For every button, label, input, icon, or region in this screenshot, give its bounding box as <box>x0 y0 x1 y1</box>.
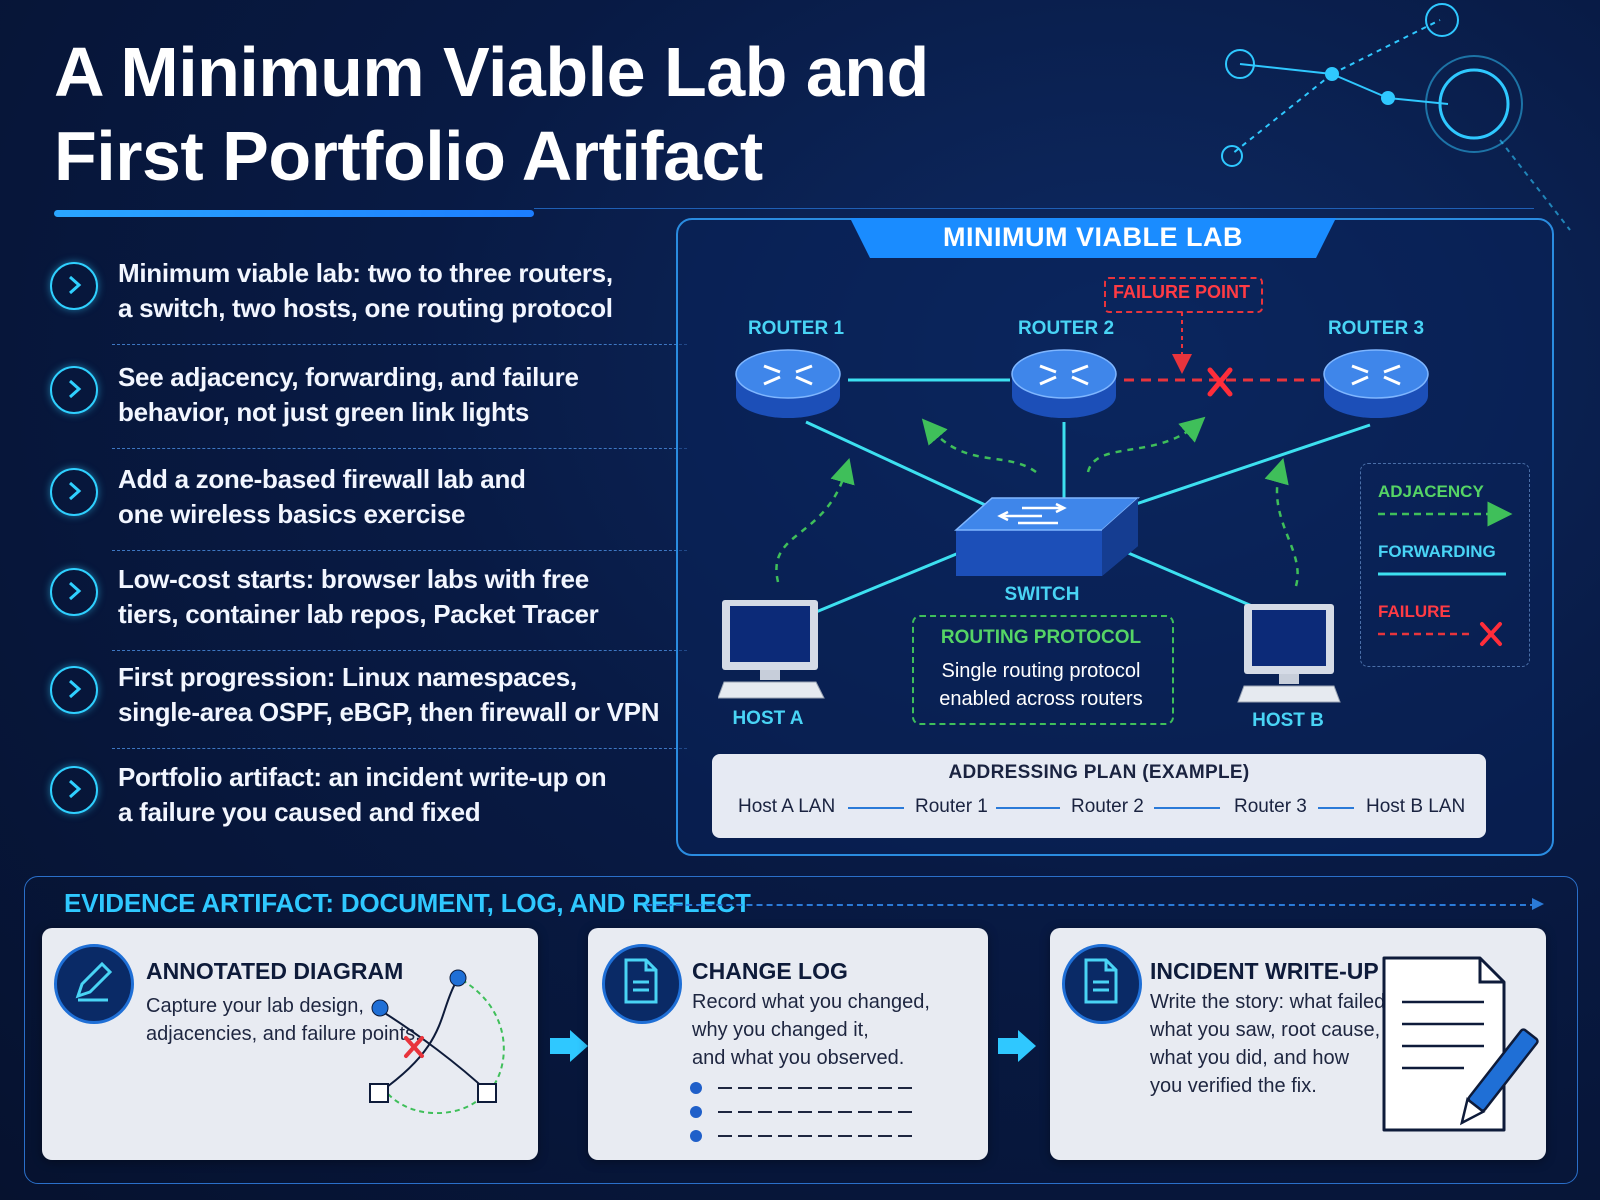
failure-point-label: FAILURE POINT <box>1112 282 1250 302</box>
page-title: A Minimum Viable Lab and First Portfolio… <box>54 30 1004 198</box>
addressing-link <box>996 807 1060 809</box>
card-body: Capture your lab design,adjacencies, and… <box>146 995 421 1045</box>
incident-write-up-card: INCIDENT WRITE-UP Write the story: what … <box>1050 928 1546 1160</box>
bullet-separator <box>112 344 687 345</box>
legend-failure-label: FAILURE <box>1378 602 1451 621</box>
card-title: CHANGE LOG <box>692 958 848 984</box>
router-1-icon <box>735 349 841 418</box>
addressing-plan <box>712 754 1486 838</box>
switch-icon <box>954 497 1140 576</box>
document-icon <box>602 944 682 1024</box>
lab-title-tab <box>850 218 1336 258</box>
chevron-right-icon <box>50 468 98 516</box>
bullet-separator <box>112 448 687 449</box>
legend-forwarding-label: FORWARDING <box>1378 542 1496 561</box>
host-a-label: HOST A <box>732 708 804 729</box>
document-pen-icon <box>1382 956 1539 1132</box>
chevron-right-icon <box>50 366 98 414</box>
failure-point-box <box>1104 277 1263 313</box>
router-3-label: ROUTER 3 <box>1327 318 1425 339</box>
host-a-icon <box>718 600 825 699</box>
log-lines-icon <box>690 1082 918 1142</box>
host-b-label: HOST B <box>1252 710 1324 731</box>
addressing-item: Router 2 <box>1071 796 1144 817</box>
card-body: Write the story: what failed,what you sa… <box>1150 991 1391 1097</box>
router-1-label: ROUTER 1 <box>747 318 845 339</box>
lab-title: MINIMUM VIABLE LAB <box>943 222 1243 252</box>
title-line-1: A Minimum Viable Lab and <box>54 33 929 111</box>
mini-diagram-icon <box>369 969 505 1114</box>
bullet-separator <box>112 650 687 651</box>
network-decoration-icon <box>1221 3 1571 231</box>
router-3-icon <box>1323 349 1429 418</box>
legend-adjacency-label: ADJACENCY <box>1378 482 1484 501</box>
chevron-right-icon <box>50 766 98 814</box>
card-body: Record what you changed,why you changed … <box>692 991 930 1069</box>
bullet-separator <box>112 550 687 551</box>
addressing-plan-title: ADDRESSING PLAN (EXAMPLE) <box>948 762 1250 783</box>
addressing-link <box>1154 807 1220 809</box>
addressing-item: Router 3 <box>1234 796 1307 817</box>
title-divider <box>534 208 1534 209</box>
bullet-text: First progression: Linux namespaces,sing… <box>118 662 660 727</box>
title-underline <box>54 210 534 217</box>
arrow-right-icon <box>1532 898 1544 910</box>
change-log-card: CHANGE LOG Record what you changed,why y… <box>588 928 988 1160</box>
topology-links <box>775 312 1371 614</box>
document-icon <box>1062 944 1142 1024</box>
card-title: INCIDENT WRITE-UP <box>1150 958 1379 984</box>
routing-protocol-box <box>912 615 1174 725</box>
addressing-item: Host B LAN <box>1366 796 1466 817</box>
addressing-link <box>848 807 904 809</box>
evidence-panel <box>24 876 1578 1184</box>
card-title: ANNOTATED DIAGRAM <box>146 958 404 984</box>
router-2-icon <box>1011 349 1117 418</box>
annotated-diagram-card: ANNOTATED DIAGRAM Capture your lab desig… <box>42 928 538 1160</box>
addressing-item: Host A LAN <box>738 796 836 817</box>
chevron-right-icon <box>50 568 98 616</box>
host-b-icon <box>1237 604 1341 703</box>
evidence-title: EVIDENCE ARTIFACT: DOCUMENT, LOG, AND RE… <box>64 888 751 918</box>
legend-swatches <box>1378 501 1513 646</box>
arrow-right-icon <box>550 1030 588 1062</box>
bullet-text: Portfolio artifact: an incident write-up… <box>118 762 607 827</box>
chevron-right-icon <box>50 666 98 714</box>
legend <box>1360 463 1530 667</box>
routing-protocol-title: ROUTING PROTOCOL <box>940 627 1142 648</box>
router-2-label: ROUTER 2 <box>1017 318 1115 339</box>
addressing-link <box>1318 807 1354 809</box>
chevron-right-icon <box>50 262 98 310</box>
title-line-2: First Portfolio Artifact <box>54 117 763 195</box>
switch-label: SWITCH <box>1004 584 1080 605</box>
bullet-text: Minimum viable lab: two to three routers… <box>118 258 613 323</box>
pencil-icon <box>54 944 134 1024</box>
evidence-title-dash <box>646 904 1536 906</box>
addressing-item: Router 1 <box>915 796 988 817</box>
bullet-separator <box>112 748 687 749</box>
arrow-right-icon <box>998 1030 1036 1062</box>
